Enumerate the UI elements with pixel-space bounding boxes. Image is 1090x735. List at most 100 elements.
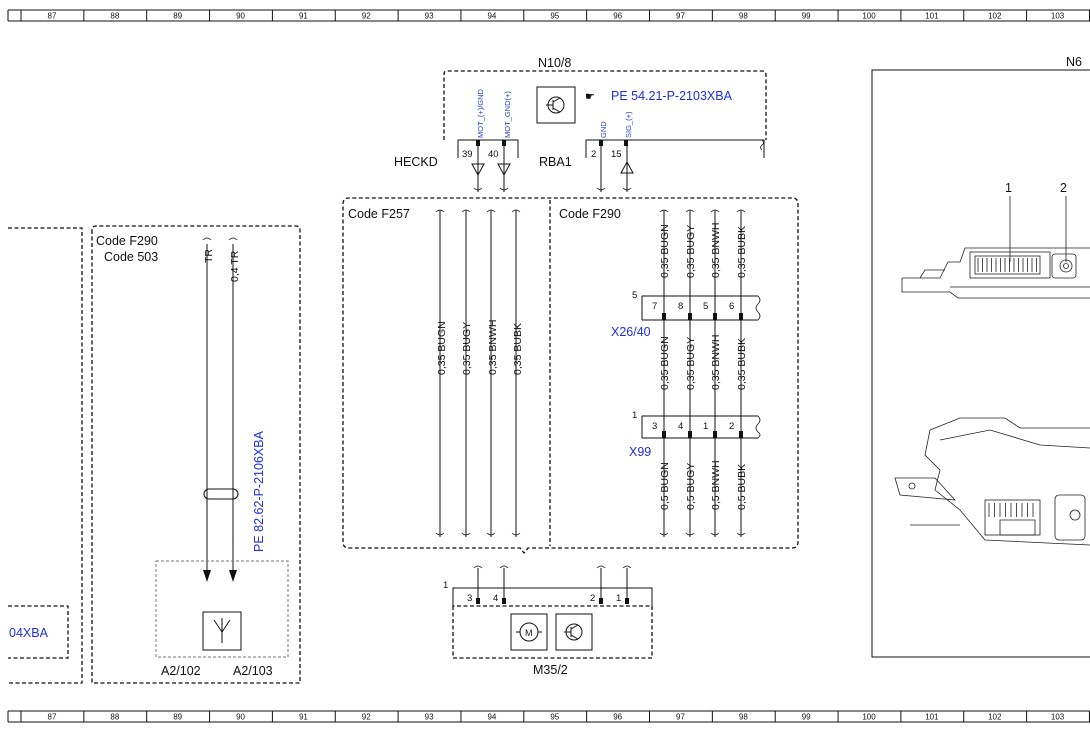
grid-number: 101 [925,713,939,722]
grid-number: 90 [236,12,245,21]
grid-number: 95 [550,12,559,21]
f257-wire-bugn: 0,35 BUGN [436,321,448,375]
antenna-icon [213,618,231,643]
grid-number: 98 [739,713,748,722]
hand-pointer-icon: ☛ [585,91,595,103]
f257-wire-bugy: 0,35 BUGY [461,322,473,375]
grid-number: 90 [236,713,245,722]
grid-number: 93 [425,713,434,722]
f290-top-bubk: 0,35 BUBK [736,226,748,278]
m35-2-component: 1 3 4 2 1 M M35/2 [443,565,653,677]
grid-number: 91 [299,12,308,21]
f290-mid-bugn: 0,35 BUGN [659,336,671,390]
x26-40-pin-5: 5 [703,301,708,312]
x26-40-pin-8: 8 [678,301,683,312]
callout-2: 2 [1060,181,1067,195]
pe-82-62-link[interactable]: PE 82.62-P-2106XBA [252,430,266,552]
a2-box [155,560,289,658]
antenna-symbol [202,611,242,651]
a2-103-label: A2/103 [233,664,273,678]
n10-8-module: N10/8 ☛ PE 54.21-P-2103XBA MOT_(+)/GND M… [394,56,767,192]
grid-number: 93 [425,12,434,21]
grid-number: 88 [110,713,119,722]
m35-transistor-box [555,613,593,651]
left-ref-fragment[interactable]: 04XBA [9,626,49,640]
x99-pin-1: 1 [703,421,708,432]
code-container [342,197,799,555]
x26-40-label[interactable]: X26/40 [611,325,651,339]
left-fragment-frame: 04XBA [8,227,83,684]
f290-mid-bugy: 0,35 BUGY [685,337,697,390]
grid-number: 99 [802,12,811,21]
wire-label-tr: TR [203,249,215,263]
grid-number: 101 [925,12,939,21]
grid-number: 91 [299,713,308,722]
callout-1: 1 [1005,181,1012,195]
grid-number: 96 [613,12,622,21]
grid-number: 97 [676,713,685,722]
f290-bot-bnwh: 0,5 BNWH [710,460,722,510]
m35-2-label: M35/2 [533,663,568,677]
m35-transistor-icon [564,623,583,641]
m35-pin-3: 3 [467,593,472,604]
code-f257-label: Code F257 [348,207,410,221]
x26-40-num: 5 [632,290,637,301]
f290-bot-bubk: 0,5 BUBK [736,464,748,510]
grid-number: 92 [362,713,371,722]
pin-name-mot-gnd-plus: MOT_GND(+) [503,91,512,138]
grid-number: 94 [487,713,496,722]
grid-number: 89 [173,713,182,722]
grid-number: 87 [48,713,57,722]
svg-text:M: M [525,628,533,638]
control-unit-drawing-top [901,247,1090,299]
grid-number: 98 [739,12,748,21]
x99-pin-3: 3 [652,421,657,432]
transistor-icon [546,96,565,114]
pin-name-sig: SIG_(+) [624,111,633,138]
x99-pin-2: 2 [729,421,734,432]
grid-number: 102 [988,12,1002,21]
x99-label[interactable]: X99 [629,445,651,459]
f290-top-bugy: 0,35 BUGY [685,225,697,278]
m35-pin-1: 1 [616,593,621,604]
transistor-box [536,86,576,124]
code-f257-section: Code F257 0,35 BUGN 0,35 BUGY 0,35 BNWH … [348,207,524,537]
motor-box [510,613,548,651]
f257-wire-bnwh: 0,35 BNWH [487,320,499,375]
grid-number: 96 [613,713,622,722]
pin-2-n10: 2 [591,149,596,160]
x99-pin-4: 4 [678,421,683,432]
code-f290-503-panel: Code F290 Code 503 TR 0,4 TR PE 82.62-P-… [91,225,301,684]
heckd-label: HECKD [394,155,438,169]
x26-40-pin-7: 7 [652,301,657,312]
n10-8-title: N10/8 [538,56,571,70]
f290-bot-bugn: 0,5 BUGN [659,462,671,510]
pin-40: 40 [488,149,499,160]
twisted-pair-mark [203,488,239,500]
motor-icon: M [516,622,542,642]
code-f290-label-left: Code F290 [96,234,158,248]
pin-39: 39 [462,149,473,160]
control-unit-drawing-bottom [894,417,1090,546]
f290-bot-bugy: 0,5 BUGY [685,463,697,510]
pe-54-21-link[interactable]: PE 54.21-P-2103XBA [611,89,733,103]
grid-number: 103 [1051,713,1065,722]
code-f290-label-right: Code F290 [559,207,621,221]
pin-15: 15 [611,149,622,160]
m35-pin-4: 4 [493,593,498,604]
pin-name-gnd: GND [599,121,608,138]
wire-label-04-tr: 0,4 TR [229,250,241,282]
n6-title: N6 [1066,55,1082,69]
x26-40-connector: 5 7 8 5 6 X26/40 [611,290,761,339]
grid-number: 92 [362,12,371,21]
grid-number: 99 [802,713,811,722]
a2-102-label: A2/102 [161,664,201,678]
x99-connector: 1 3 4 1 2 X99 [629,410,761,459]
rba1-label: RBA1 [539,155,572,169]
f290-top-bnwh: 0,35 BNWH [710,223,722,278]
f257-wire-bubk: 0,35 BUBK [512,323,524,375]
grid-number: 102 [988,713,1002,722]
grid-number: 103 [1051,12,1065,21]
